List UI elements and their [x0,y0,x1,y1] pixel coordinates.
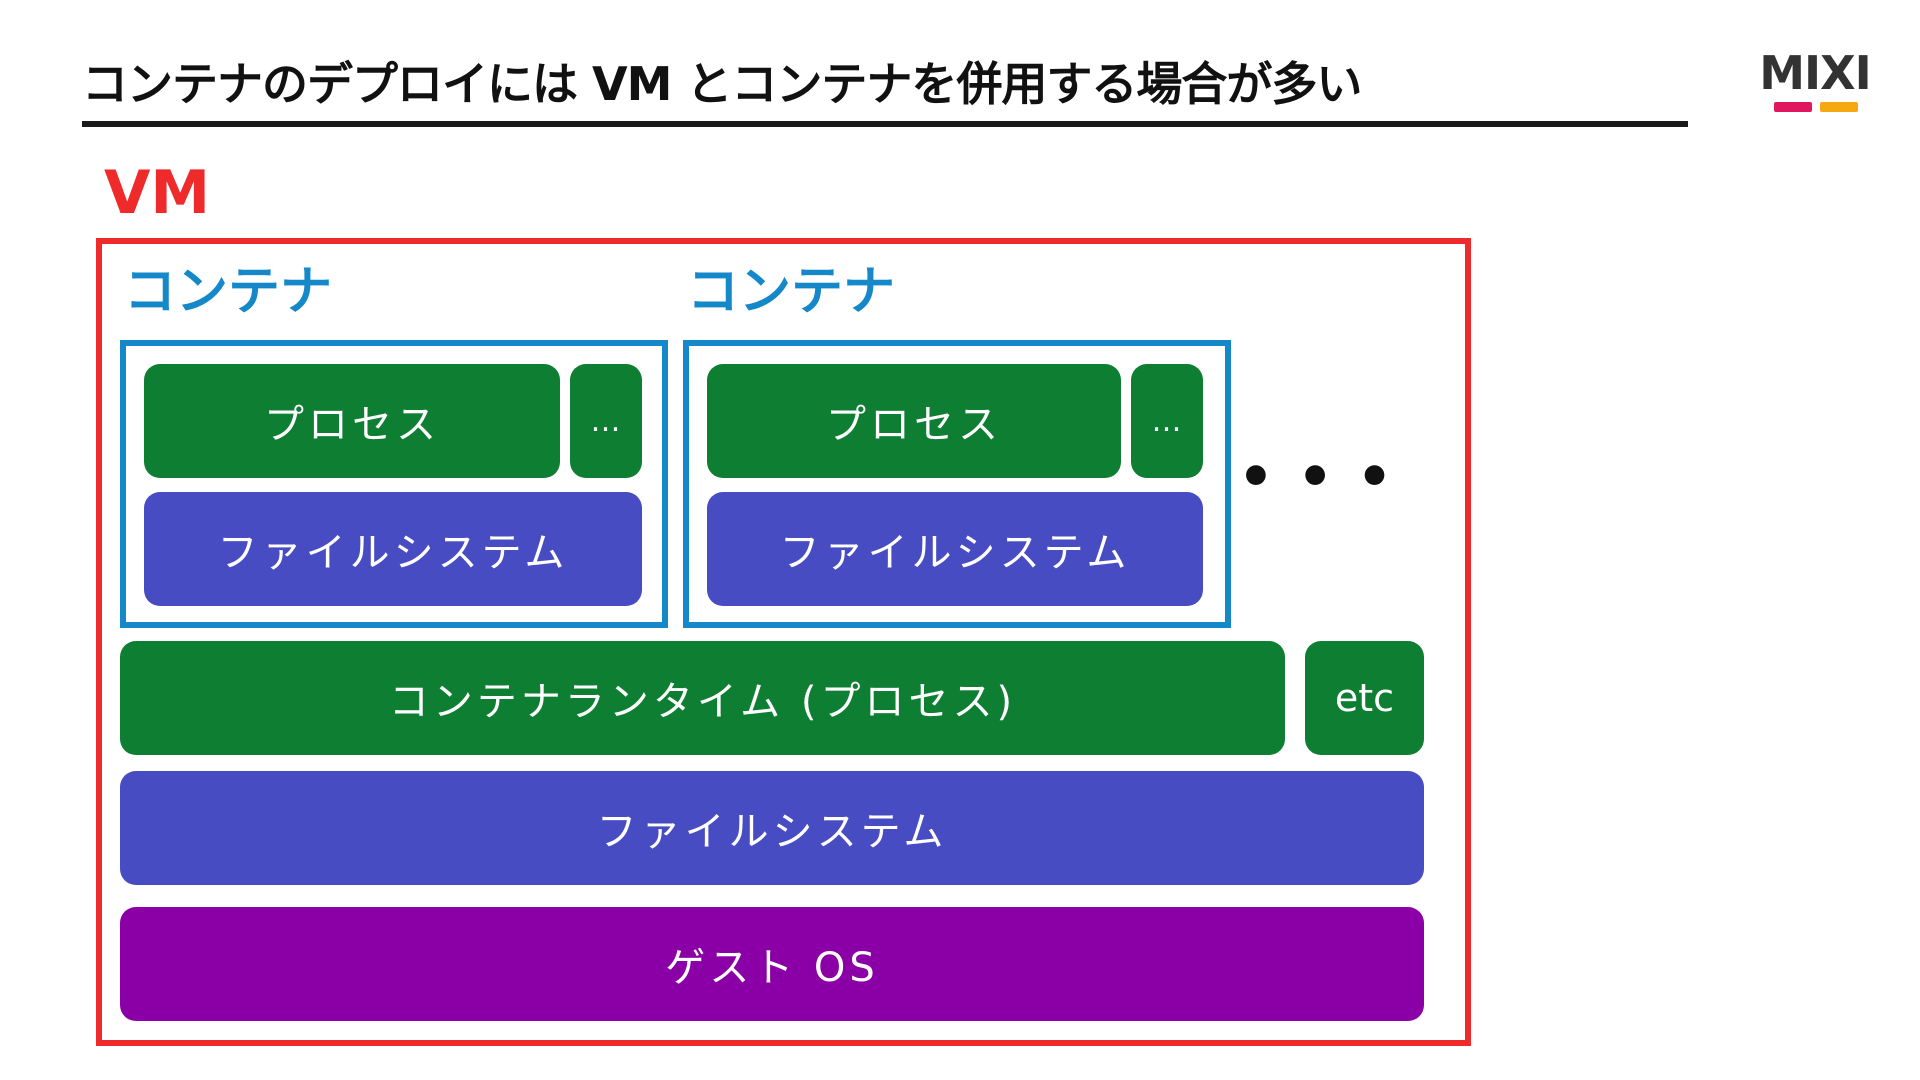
title-underline [82,121,1688,127]
container-2-process-label: プロセス [826,402,1002,448]
guest-os-block: ゲスト OS [120,907,1424,1021]
slide-title: コンテナのデプロイには VM とコンテナを併用する場合が多い [82,57,1362,111]
container-1-process-label: プロセス [264,402,440,448]
guest-os-label: ゲスト OS [665,945,879,991]
logo-wordmark: MIXI [1759,46,1871,100]
container-runtime-label: コンテナランタイム (プロセス) [388,679,1017,725]
container-1-filesystem-block: ファイルシステム [144,492,642,606]
container-boundary-2 [683,340,1231,628]
container-1-process-block: プロセス [144,364,560,478]
etc-process-block: etc [1305,641,1424,755]
container-2-more-processes-label: … [1151,403,1183,439]
container-2-filesystem-label: ファイルシステム [779,530,1131,576]
vm-label: VM [104,158,211,228]
etc-process-label: etc [1334,676,1395,720]
vm-filesystem-label: ファイルシステム [596,809,948,855]
more-containers-ellipsis: • • • [1238,445,1395,510]
container-1-filesystem-label: ファイルシステム [217,530,569,576]
mixi-logo: MIXI [1750,46,1880,116]
container-1-more-processes-block: … [570,364,642,478]
vm-filesystem-block: ファイルシステム [120,771,1424,885]
container-label-1: コンテナ [124,262,333,322]
logo-accent-bar-yellow [1820,102,1858,112]
container-2-filesystem-block: ファイルシステム [707,492,1203,606]
container-boundary-1 [120,340,668,628]
container-1-more-processes-label: … [590,403,622,439]
container-2-more-processes-block: … [1131,364,1203,478]
container-label-2: コンテナ [687,262,896,322]
container-runtime-block: コンテナランタイム (プロセス) [120,641,1285,755]
container-2-process-block: プロセス [707,364,1121,478]
vm-boundary [96,238,1471,1046]
logo-accent-bar-pink [1774,102,1812,112]
